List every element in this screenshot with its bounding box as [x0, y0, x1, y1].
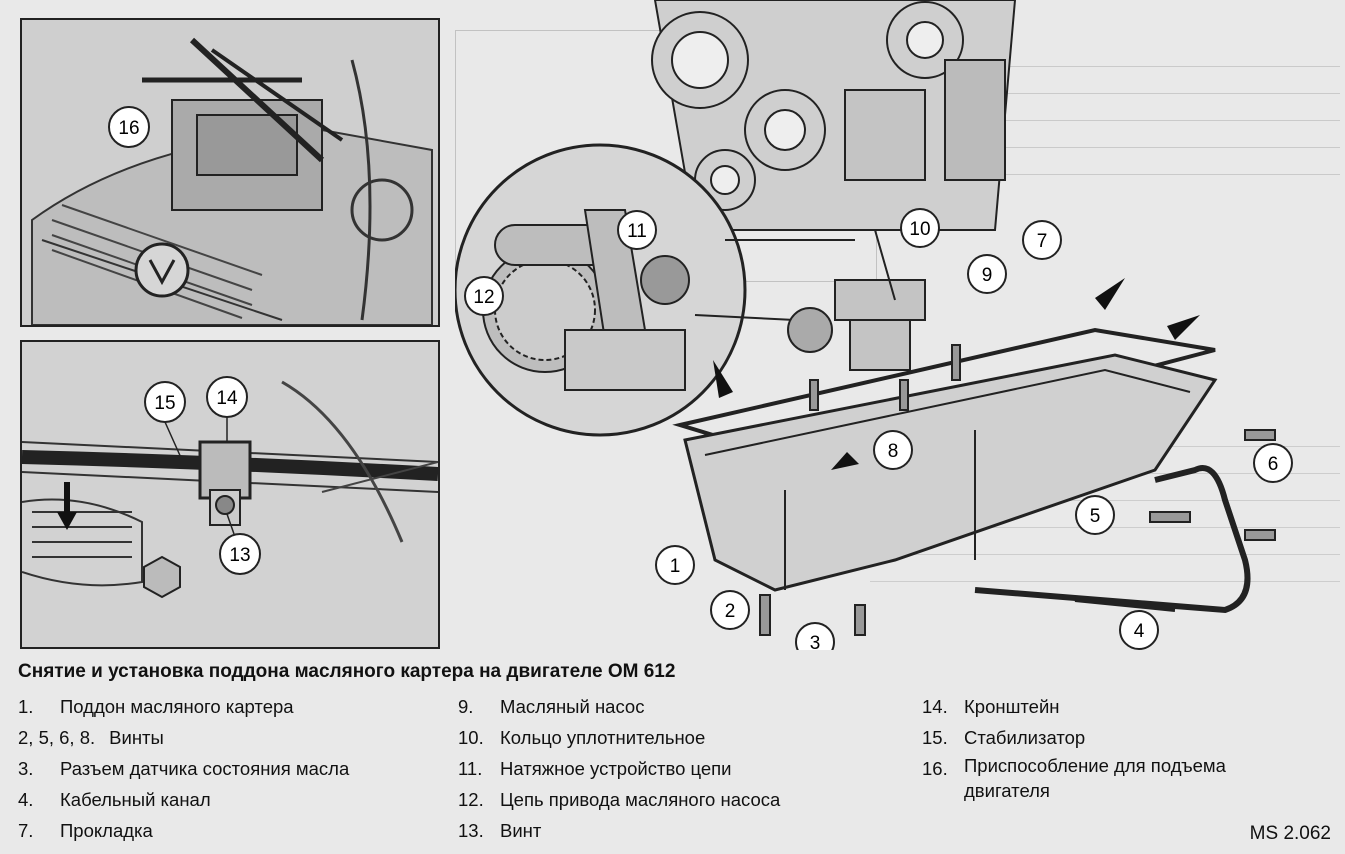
- legend-text: Цепь привода масляного насоса: [500, 789, 781, 810]
- legend-text: Натяжное устройство цепи: [500, 758, 732, 779]
- legend-item: 9. Масляный насос: [458, 691, 878, 722]
- legend-num: 11.: [458, 758, 483, 779]
- engine-bay-panel: 16: [20, 18, 440, 327]
- legend-item: 14. Кронштейн: [922, 691, 1282, 722]
- legend-num: 2, 5, 6, 8.: [18, 727, 96, 748]
- legend-num: 13.: [458, 820, 484, 841]
- legend-text: Разъем датчика состояния масла: [60, 758, 350, 779]
- legend-item: 11. Натяжное устройство цепи: [458, 753, 878, 784]
- callout-3: 3: [810, 633, 821, 650]
- legend-item: 12. Цепь привода масляного насоса: [458, 784, 878, 815]
- bleed-through-text: [980, 40, 1340, 300]
- legend-text: Поддон масляного картера: [60, 696, 294, 717]
- callout-15: 15: [154, 393, 175, 414]
- figure-code: MS 2.062: [1249, 823, 1331, 844]
- legend-num: 12.: [458, 789, 484, 810]
- legend-num: 16.: [922, 758, 948, 779]
- stabilizer-illustration: 15 14 13: [22, 342, 438, 647]
- legend-num: 15.: [922, 727, 948, 748]
- callout-9: 9: [982, 265, 993, 286]
- callout-16: 16: [118, 118, 139, 139]
- legend-item: 7. Прокладка: [18, 815, 438, 846]
- main-callouts: 1 2 3 4 5 6 7 8 9 10 11 12: [464, 208, 1293, 650]
- legend-num: 10.: [458, 727, 484, 748]
- callout-12: 12: [473, 287, 494, 308]
- legend-num: 3.: [18, 758, 34, 779]
- legend-num: 14.: [922, 696, 948, 717]
- legend-item: 1. Поддон масляного картера: [18, 691, 438, 722]
- legend-text: Прокладка: [60, 820, 153, 841]
- callout-4: 4: [1134, 621, 1145, 642]
- stabilizer-panel: 15 14 13: [20, 340, 440, 649]
- callout-5: 5: [1090, 506, 1101, 527]
- legend-item: 3. Разъем датчика состояния масла: [18, 753, 438, 784]
- legend-column-2: 9. Масляный насос 10. Кольцо уплотнительно…: [458, 691, 878, 846]
- legend-num: 9.: [458, 696, 474, 717]
- legend-text: Приспособление для подъема двигателя: [964, 755, 1226, 801]
- callout-1: 1: [670, 556, 681, 577]
- oil-pan-shape: [683, 353, 1218, 592]
- legend-text: Стабилизатор: [964, 727, 1086, 748]
- callout-11: 11: [627, 221, 647, 242]
- callout-2: 2: [725, 601, 736, 622]
- callout-14: 14: [216, 388, 238, 409]
- legend-num: 4.: [18, 789, 34, 810]
- legend-text: Кронштейн: [964, 696, 1060, 717]
- legend-item: 13. Винт: [458, 815, 878, 846]
- legend-item: 10. Кольцо уплотнительное: [458, 722, 878, 753]
- legend-text: Кольцо уплотнительное: [500, 727, 706, 748]
- engine-bay-illustration: 16: [22, 20, 438, 325]
- legend-item: 16. Приспособление для подъема двигателя: [922, 753, 1282, 803]
- legend-text: Масляный насос: [500, 696, 645, 717]
- callout-7: 7: [1037, 231, 1048, 252]
- figure-caption-title: Снятие и установка поддона масляного кар…: [18, 661, 676, 682]
- legend-item: 2, 5, 6, 8. Винты: [18, 722, 438, 753]
- legend-item: 15. Стабилизатор: [922, 722, 1282, 753]
- legend-column-3: 14. Кронштейн 15. Стабилизатор 16. Приспосо…: [922, 691, 1282, 803]
- legend-text: Кабельный канал: [60, 789, 211, 810]
- legend-text: Винты: [109, 727, 164, 748]
- legend-num: 1.: [18, 696, 34, 717]
- callout-10: 10: [909, 219, 930, 240]
- legend-item: 4. Кабельный канал: [18, 784, 438, 815]
- oil-pan-exploded-view: 1 2 3 4 5 6 7 8 9 10 11 12: [455, 0, 1293, 650]
- callout-8: 8: [888, 441, 899, 462]
- legend-num: 7.: [18, 820, 34, 841]
- legend-column-1: 1. Поддон масляного картера 2, 5, 6, 8. Ви…: [18, 691, 438, 846]
- legend-text: Винт: [500, 820, 542, 841]
- callout-6: 6: [1268, 454, 1279, 475]
- callout-13: 13: [229, 545, 250, 566]
